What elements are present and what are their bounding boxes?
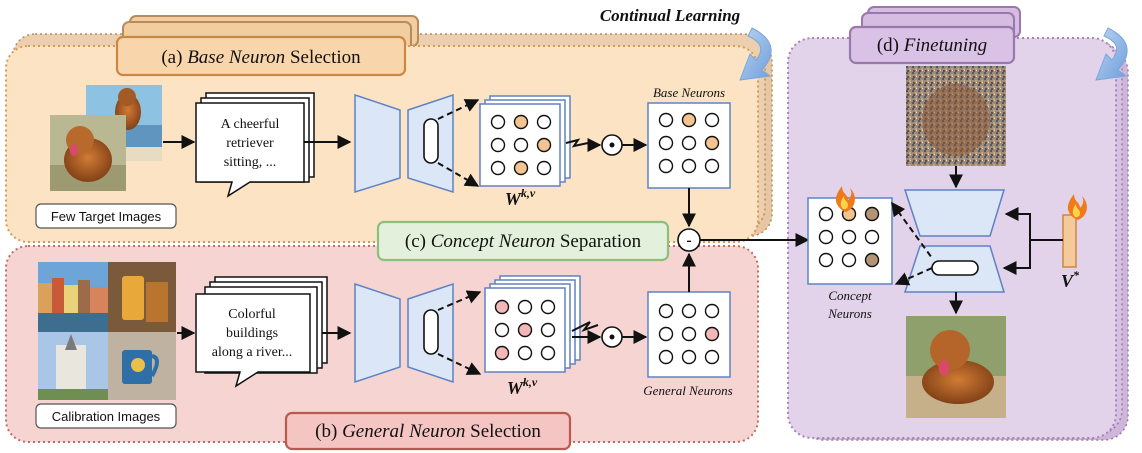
svg-text:-: - [686, 232, 691, 249]
concept-neuron [818, 206, 834, 222]
general-multiply-operator [601, 326, 623, 348]
concept-neuron [864, 252, 880, 268]
svg-text:V*: V* [1061, 268, 1080, 291]
beer-can-image [108, 262, 176, 332]
general-selection-title: (b) General Neuron Selection [284, 411, 572, 451]
base-weight-neuron [513, 114, 529, 130]
general-caption-line-3: along a river... [212, 345, 292, 360]
general-neuron [704, 303, 720, 319]
base-text-encoder [354, 93, 480, 194]
concept-neuron [818, 252, 834, 268]
base-neuron [704, 135, 720, 151]
few-target-images-label: Few Target Images [35, 203, 177, 229]
base-weight-label: Wk,v [505, 186, 536, 209]
svg-text:Calibration Images: Calibration Images [52, 409, 161, 424]
general-caption-line-2: buildings [226, 326, 278, 341]
base-caption-line-1: A cheerful [221, 117, 280, 132]
concept-separation-label: (c) Concept Neuron Separation [376, 220, 670, 262]
general-neuron [704, 349, 720, 365]
concept-neurons-label-1: Concept [828, 288, 872, 303]
svg-text:Few Target Images: Few Target Images [51, 209, 162, 224]
finetune-unet [903, 189, 1006, 293]
mug-image [108, 332, 176, 400]
calibration-images: Calibration Images [35, 262, 177, 429]
general-caption-bubble: Colorful buildings along a river... [195, 276, 328, 388]
base-neuron [681, 158, 697, 174]
general-neuron [681, 326, 697, 342]
concept-neuron [818, 229, 834, 245]
continual-learning-title: Continual Learning [600, 6, 741, 25]
base-neurons-label: Base Neurons [653, 85, 725, 100]
svg-text:(d) Finetuning: (d) Finetuning [877, 35, 987, 56]
general-weight-neuron [517, 299, 533, 315]
concept-neuron [841, 229, 857, 245]
general-weight-neuron [494, 299, 510, 315]
base-weight-matrix: Wk,v [479, 95, 571, 209]
clean-dog-image [906, 316, 1006, 418]
base-neuron [681, 112, 697, 128]
general-neurons: General Neurons [643, 291, 733, 398]
base-neuron [658, 158, 674, 174]
concept-neurons: Concept Neurons [807, 197, 893, 321]
general-neurons-label: General Neurons [643, 383, 732, 398]
base-weight-neuron [490, 160, 506, 176]
base-selection-title: (a) Base Neuron Selection [115, 35, 407, 77]
base-multiply-operator [601, 134, 623, 156]
general-neuron [658, 349, 674, 365]
general-neuron [704, 326, 720, 342]
general-weight-neuron [494, 322, 510, 338]
general-weight-neuron [540, 322, 556, 338]
base-neuron [704, 158, 720, 174]
concept-neuron [864, 206, 880, 222]
v-star-flame-icon [1067, 194, 1087, 220]
general-weight-neuron [540, 299, 556, 315]
concept-neurons-label-2: Neurons [827, 306, 872, 321]
base-neuron [704, 112, 720, 128]
target-images: Few Target Images [35, 85, 177, 229]
noisy-dog-image [906, 66, 1006, 166]
base-weight-neuron [536, 137, 552, 153]
base-neuron [658, 112, 674, 128]
church-image [38, 332, 108, 400]
flame-icon [835, 186, 855, 212]
calibration-images-label: Calibration Images [35, 403, 177, 429]
base-neurons: Base Neurons [647, 85, 731, 189]
base-caption-line-2: retriever [226, 136, 274, 151]
base-neuron [658, 135, 674, 151]
base-weight-neuron [513, 160, 529, 176]
general-weight-label: Wk,v [507, 375, 538, 398]
finetune-curl-arrow-icon [1095, 27, 1128, 81]
general-caption-line-1: Colorful [228, 307, 276, 322]
concept-neuron [864, 229, 880, 245]
base-caption-line-3: sitting, ... [224, 155, 277, 170]
subtract-operator: - [677, 228, 701, 252]
general-weight-neuron [517, 322, 533, 338]
base-weight-neuron [536, 114, 552, 130]
general-neuron [681, 303, 697, 319]
svg-text:(b) General Neuron Selection: (b) General Neuron Selection [315, 421, 541, 442]
base-weight-neuron [536, 160, 552, 176]
general-neuron [658, 303, 674, 319]
svg-text:(a) Base Neuron Selection: (a) Base Neuron Selection [161, 47, 361, 68]
general-weight-matrix: Wk,v [484, 275, 581, 398]
river-buildings-image [38, 262, 108, 332]
general-weight-neuron [494, 345, 510, 361]
base-weight-neuron [513, 137, 529, 153]
finetune-title: (d) Finetuning [848, 25, 1016, 65]
general-neuron [658, 326, 674, 342]
sitting-dog-image [50, 115, 126, 191]
general-weight-neuron [517, 345, 533, 361]
svg-text:(c) Concept Neuron Separation: (c) Concept Neuron Separation [405, 231, 642, 252]
base-weight-neuron [490, 114, 506, 130]
continual-arrow-icon [739, 27, 772, 81]
base-caption-bubble: A cheerful retriever sitting, ... [195, 92, 315, 198]
base-weight-neuron [490, 137, 506, 153]
general-weight-neuron [540, 345, 556, 361]
base-neuron [681, 135, 697, 151]
general-text-encoder [354, 282, 482, 384]
concept-neuron [841, 252, 857, 268]
general-neuron [681, 349, 697, 365]
